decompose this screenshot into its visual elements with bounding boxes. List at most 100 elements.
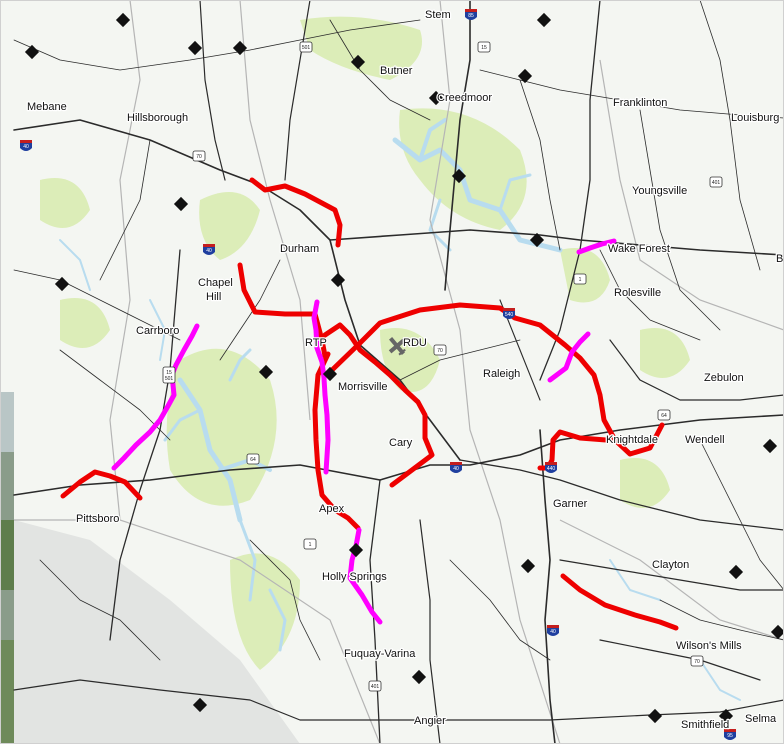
- svg-text:40: 40: [23, 144, 29, 150]
- town-marker-icon: [451, 168, 467, 184]
- svg-text:85: 85: [468, 13, 474, 19]
- svg-text:70: 70: [437, 348, 443, 354]
- town-marker-icon: [350, 54, 366, 70]
- water-features: [59, 118, 741, 701]
- aerial-photo-strip: [0, 392, 14, 744]
- svg-text:40: 40: [453, 466, 459, 472]
- place-label: RDU: [403, 337, 427, 349]
- interstate-shield-icon: 40: [203, 244, 215, 255]
- us-route-shield-icon: 401: [368, 680, 382, 692]
- place-label: Hillsborough: [127, 112, 188, 124]
- town-marker-icon: [529, 232, 545, 248]
- town-marker-icon: [428, 90, 444, 106]
- place-label: Apex: [319, 503, 345, 515]
- town-marker-icon: [762, 438, 778, 454]
- place-label: Rolesville: [614, 287, 661, 299]
- place-label: Fuquay-Varina: [344, 648, 416, 660]
- us-route-shield-icon: 1: [573, 273, 587, 285]
- interstate-shield-icon: 540: [503, 308, 515, 319]
- interstate-shield-icon: 40: [547, 625, 559, 636]
- us-route-shield-icon: 70: [192, 150, 206, 162]
- us-route-shield-icon: 15: [477, 41, 491, 53]
- us-route-shield-icon: 70: [690, 655, 704, 667]
- place-label: Clayton: [652, 559, 689, 571]
- place-label: Raleigh: [483, 368, 520, 380]
- place-label: Creedmoor: [437, 92, 492, 104]
- us-route-shield-icon: 501: [299, 41, 313, 53]
- place-label: Hill: [206, 291, 221, 303]
- interstate-shields: 85 40 40 540 440 40 40 95: [20, 9, 736, 740]
- us-route-shield-icon: 64: [657, 409, 671, 421]
- svg-text:40: 40: [550, 629, 556, 635]
- town-marker-icon: [770, 624, 784, 640]
- place-label: Angier: [414, 715, 446, 727]
- svg-text:70: 70: [196, 154, 202, 160]
- svg-text:401: 401: [712, 180, 721, 186]
- svg-text:64: 64: [661, 413, 667, 419]
- interstate-shield-icon: 40: [20, 140, 32, 151]
- place-label: Durham: [280, 243, 319, 255]
- svg-text:15: 15: [481, 45, 487, 51]
- place-label: Pittsboro: [76, 513, 119, 525]
- town-marker-icon: [411, 669, 427, 685]
- place-label: Knightdale: [606, 434, 658, 446]
- us-route-shield-icon: 1: [303, 538, 317, 550]
- place-label: Morrisville: [338, 381, 388, 393]
- place-label: Cary: [389, 437, 413, 449]
- place-label: Wake Forest: [608, 243, 670, 255]
- place-label: Garner: [553, 498, 588, 510]
- place-label: Wilson's Mills: [676, 640, 742, 652]
- place-label: Butner: [380, 65, 413, 77]
- town-marker-icon: [322, 366, 338, 382]
- airport-plane-icon: [388, 337, 406, 356]
- svg-text:64: 64: [250, 457, 256, 463]
- town-marker-icon: [348, 542, 364, 558]
- town-marker-icon: [647, 708, 663, 724]
- svg-text:501: 501: [302, 45, 311, 51]
- town-marker-icon: [192, 697, 208, 713]
- svg-text:95: 95: [727, 733, 733, 739]
- town-marker-icon: [258, 364, 274, 380]
- town-marker-icon: [728, 564, 744, 580]
- svg-text:1: 1: [579, 277, 582, 283]
- interstate-shield-icon: 440: [545, 462, 557, 473]
- place-label: Smithfield: [681, 719, 729, 731]
- town-marker-icon: [520, 558, 536, 574]
- us-route-shield-icon: 70: [433, 344, 447, 356]
- town-marker-icon: [24, 44, 40, 60]
- place-label: B: [776, 253, 783, 265]
- place-label: RTP: [305, 337, 327, 349]
- interstate-shield-icon: 85: [465, 9, 477, 20]
- town-marker-icon: [536, 12, 552, 28]
- place-labels: Stem Butner Creedmoor Mebane Hillsboroug…: [26, 8, 784, 733]
- place-label: Mebane: [27, 101, 67, 113]
- county-lines: [14, 0, 784, 744]
- place-label: Franklinton: [613, 97, 667, 109]
- place-label: Louisburg: [731, 112, 779, 124]
- svg-text:401: 401: [371, 684, 380, 690]
- interstate-shield-icon: 95: [724, 729, 736, 740]
- place-label: Zebulon: [704, 372, 744, 384]
- place-label: Carrboro: [136, 325, 179, 337]
- road-network: [13, 0, 784, 744]
- svg-text:70: 70: [694, 659, 700, 665]
- us-route-shield-icon: 64: [246, 453, 260, 465]
- svg-text:440: 440: [547, 466, 556, 472]
- svg-text:540: 540: [505, 312, 514, 318]
- place-label: Chapel: [198, 277, 233, 289]
- town-marker-icon: [330, 272, 346, 288]
- svg-text:40: 40: [206, 248, 212, 254]
- place-label: Stem: [425, 9, 451, 21]
- us-route-shield-icon: 401: [709, 176, 723, 188]
- interstate-shield-icon: 40: [450, 462, 462, 473]
- svg-text:1: 1: [309, 542, 312, 548]
- place-label: Holly Springs: [322, 571, 387, 583]
- town-marker-icon: [718, 708, 734, 724]
- place-label: Wendell: [685, 434, 725, 446]
- town-marker-icon: [54, 276, 70, 292]
